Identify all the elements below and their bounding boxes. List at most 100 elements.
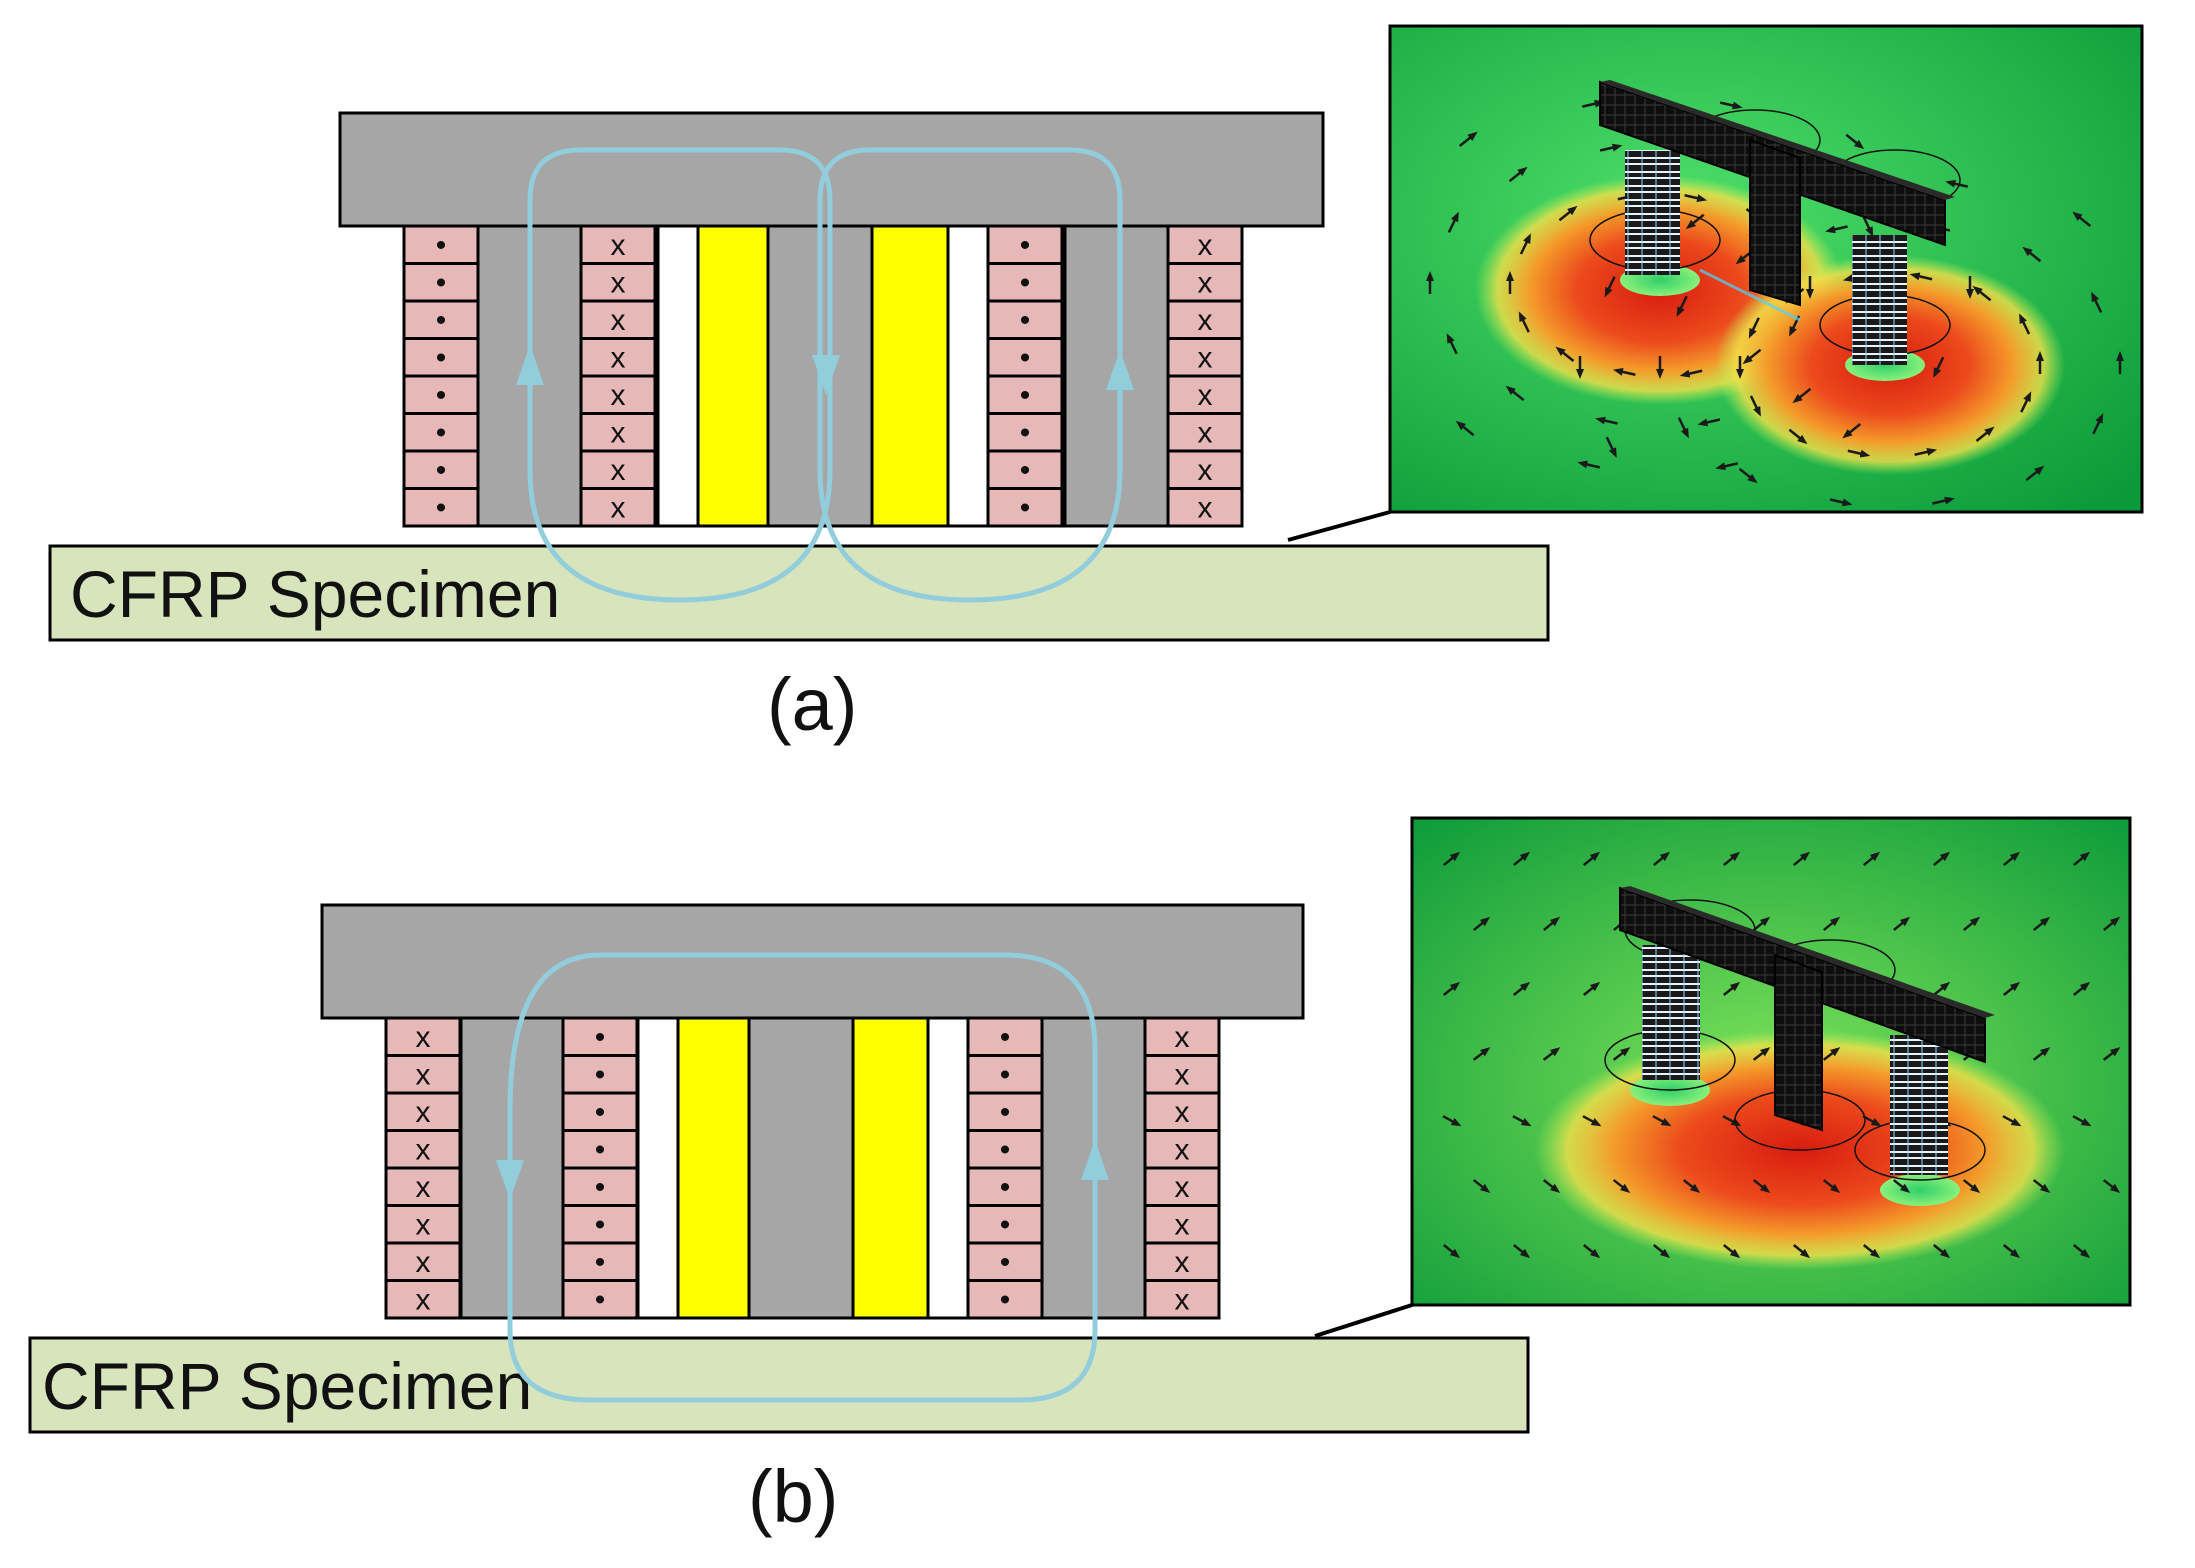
flux-direction-up-arrow (516, 345, 544, 385)
field-vector-arrow (1652, 1244, 1671, 1259)
sensor-element (676, 1016, 751, 1320)
current-into-page-symbol: x (416, 1096, 431, 1129)
air-gap (636, 1016, 680, 1320)
current-into-page-symbol: x (611, 454, 626, 487)
current-into-page-symbol: x (1198, 266, 1213, 299)
field-vector-arrow (1823, 916, 1841, 932)
field-vector-arrow (1972, 285, 1992, 302)
current-into-page-symbol: x (416, 1208, 431, 1241)
field-vector-arrow (2072, 981, 2091, 996)
current-into-page-symbol: x (1198, 304, 1213, 337)
field-vector-arrow (1862, 1244, 1881, 1259)
current-out-of-page-symbol: • (1020, 266, 1031, 299)
field-vector-arrow (1932, 496, 1955, 505)
field-vector-arrow (2102, 1179, 2121, 1194)
current-into-page-symbol: x (1198, 341, 1213, 374)
current-out-of-page-symbol: • (1020, 304, 1031, 337)
coil-turn (966, 1091, 1044, 1132)
field-vector-arrow (2002, 1244, 2021, 1259)
coil-turn (402, 262, 480, 303)
field-vector-arrow (2103, 916, 2121, 932)
current-into-page-symbol: x (1175, 1246, 1190, 1279)
current-out-of-page-symbol: • (1000, 1283, 1011, 1316)
field-vector-arrow (1472, 1047, 1491, 1061)
field-vector-arrow (1577, 460, 1601, 469)
current-out-of-page-symbol: • (1000, 1246, 1011, 1279)
field-vector-arrow (1682, 1179, 1701, 1194)
coil-turn (579, 374, 657, 415)
field-vector-arrow (2073, 851, 2091, 867)
field-vector-arrow (1719, 101, 1743, 110)
field-vector-arrow (1442, 1244, 1461, 1259)
current-into-page-symbol: x (1198, 416, 1213, 449)
field-vector-arrow (2091, 291, 2103, 313)
field-vector-arrow (1862, 215, 1874, 237)
field-vector-arrow (1863, 851, 1881, 867)
sensor-element (696, 224, 770, 528)
field-vector-arrow (1555, 346, 1575, 362)
field-vector-arrow (1847, 449, 1871, 458)
specimen-label: CFRP Specimen (42, 1349, 532, 1423)
field-vector-arrow (2020, 391, 2032, 413)
current-into-page-symbol: x (416, 1133, 431, 1166)
field-vector-arrow (1722, 1244, 1741, 1259)
callout-line (1314, 1303, 1413, 1338)
field-vector-arrow (1975, 426, 1995, 442)
field-vector-arrow (1788, 428, 1808, 445)
field-vector-arrow (1932, 981, 1951, 996)
field-vector-arrow (1748, 317, 1760, 339)
coil-column: •••••••• (986, 224, 1064, 528)
coil-turn (384, 1129, 462, 1170)
field-vector-arrow (2072, 211, 2092, 227)
coil-turn (1143, 1091, 1221, 1132)
field-vector-arrow (1542, 1047, 1561, 1061)
field-vector-arrow (2022, 246, 2042, 263)
field-vector-arrow (2032, 1179, 2051, 1194)
coil-turn (561, 1241, 639, 1282)
field-vector-arrow (1442, 981, 1461, 996)
field-vector-arrow (1612, 1179, 1631, 1194)
current-out-of-page-symbol: • (1020, 491, 1031, 524)
field-vector-arrow (2002, 981, 2021, 996)
simulation-inset-a (1388, 24, 2144, 514)
field-vector-arrow (1792, 1244, 1811, 1259)
coil-turn (1143, 1204, 1221, 1245)
field-vector-arrow (1697, 418, 1721, 427)
field-vector-arrow (2102, 1047, 2121, 1061)
cfrp-specimen (28, 1336, 1530, 1434)
core-yoke (320, 903, 1305, 1020)
field-vector-arrow (1677, 417, 1689, 439)
field-vector-arrow (1512, 1115, 1532, 1127)
air-gap (926, 1016, 970, 1320)
field-vector-arrow (1446, 333, 1458, 355)
field-vector-arrow (1742, 348, 1762, 365)
callout-line (1287, 510, 1391, 542)
field-vector-arrow (1653, 851, 1671, 867)
current-out-of-page-symbol: • (595, 1133, 606, 1166)
flux-loop-left (527, 147, 833, 603)
field-vector-arrow (2019, 313, 2031, 335)
field-vector-arrow (1519, 233, 1531, 255)
current-into-page-symbol: x (1175, 1058, 1190, 1091)
current-out-of-page-symbol: • (1020, 416, 1031, 449)
field-vector-arrow (1582, 1244, 1601, 1259)
current-out-of-page-symbol: • (1020, 229, 1031, 262)
field-vector-arrow (1933, 851, 1951, 867)
field-vector-arrow (1518, 311, 1530, 333)
field-vector-arrow (1472, 1179, 1491, 1194)
coil-turn (402, 337, 480, 378)
field-vector-arrow (1612, 1047, 1631, 1061)
specimen-label: CFRP Specimen (70, 557, 560, 631)
sensor-element (870, 224, 950, 528)
current-into-page-symbol: x (416, 1283, 431, 1316)
field-vector-arrow (1845, 133, 1865, 150)
flux-direction-down-arrow (496, 1160, 524, 1200)
field-vector-arrow (1604, 276, 1616, 298)
coil-turn (561, 1204, 639, 1245)
field-vector-arrow (1455, 420, 1475, 437)
field-vector-arrow (1893, 916, 1911, 932)
coil-column: •••••••• (402, 224, 480, 528)
current-into-page-symbol: x (416, 1021, 431, 1054)
